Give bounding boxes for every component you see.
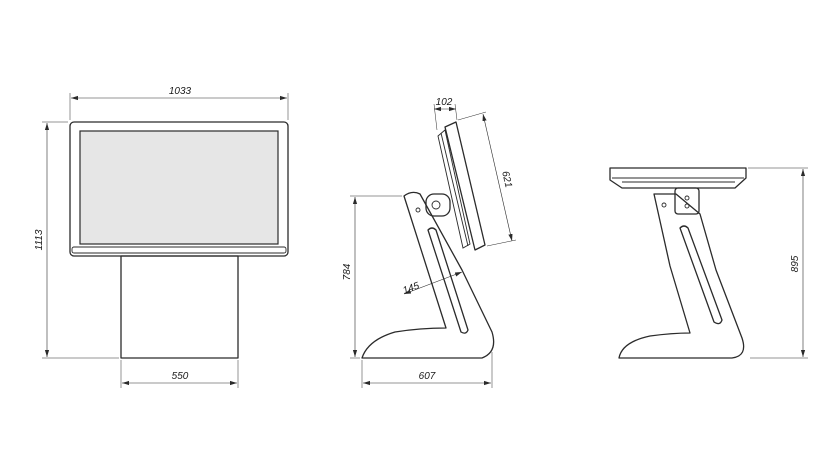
dim-rear-height: 895 [790,255,801,272]
side-stand-slot [427,227,469,334]
dim-line-column-width [403,271,463,295]
front-monitor-screen [79,130,279,245]
dim-front-height: 1113 [34,229,45,250]
dim-stand-height: 784 [342,263,353,280]
rear-hinge-bracket [674,187,700,215]
front-view: 1033 1113 550 [34,86,289,388]
dim-column-width: 145 [401,280,421,296]
rear-stand-profile [618,193,745,359]
side-stand-bolt [415,207,421,213]
side-stand-profile [361,191,495,359]
front-monitor-bezel-bottom [71,246,287,254]
dim-panel-depth: 102 [436,97,453,108]
side-monitor-body [444,121,486,251]
rear-view: 895 [609,167,808,359]
side-view: 102 621 784 145 607 [342,97,517,388]
side-monitor-back [437,129,471,249]
rear-monitor-top [609,167,747,189]
dim-panel-height: 621 [499,170,513,189]
front-pedestal [120,255,239,359]
dim-base-depth: 607 [419,371,436,382]
rear-stand-slot [679,225,723,325]
dim-line-panel-height [482,113,513,242]
dim-base-width: 550 [172,371,189,382]
dim-front-width: 1033 [169,86,192,97]
rear-stand-bolt [661,202,667,208]
